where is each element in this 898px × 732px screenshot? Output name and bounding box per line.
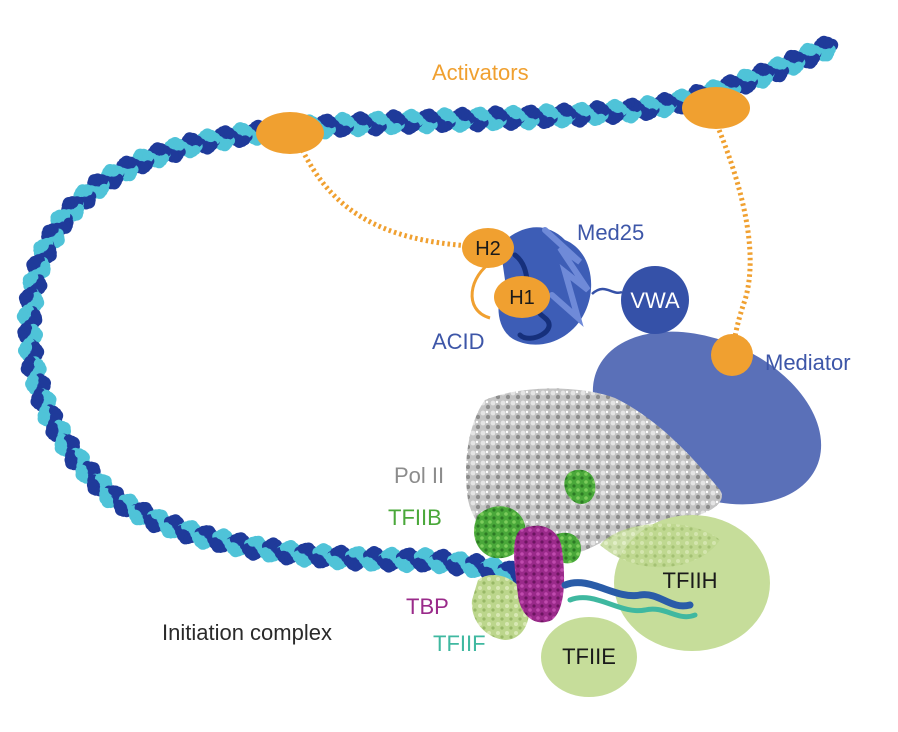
tfiib-surface [474,506,526,559]
tfiie-helix-ribbon [561,579,698,620]
tfiie-complex [541,617,637,697]
label-h2: H2 [475,238,501,260]
tfiih-texture [600,523,720,568]
label-activators: Activators [432,60,529,85]
label-vwa: VWA [630,288,680,313]
activator-tether-left [297,143,471,249]
label-initiation-complex: Initiation complex [162,620,332,645]
label-h1: H1 [509,287,535,309]
vwa-domain [621,266,689,334]
activator-right [682,87,750,129]
activator-left [256,112,324,154]
label-mediator: Mediator [765,350,851,375]
label-pol2: Pol II [394,463,444,488]
label-tfiih: TFIIH [663,568,718,593]
label-tbp: TBP [406,594,449,619]
mediator-activator-contact [711,334,753,376]
label-med25: Med25 [577,220,644,245]
tfiib-surface-2 [564,469,596,504]
activator-tether-right [712,119,753,349]
h2-helix [462,228,514,268]
vwa-linker [591,287,623,295]
pol2-surface [465,388,722,560]
tfiif-surface [471,575,529,640]
label-tfiib: TFIIB [388,505,442,530]
label-acid: ACID [432,329,485,354]
h1-helix [494,276,550,318]
tbp-surface [514,525,565,623]
label-tfiie: TFIIE [562,644,616,669]
label-tfiif: TFIIF [433,631,486,656]
